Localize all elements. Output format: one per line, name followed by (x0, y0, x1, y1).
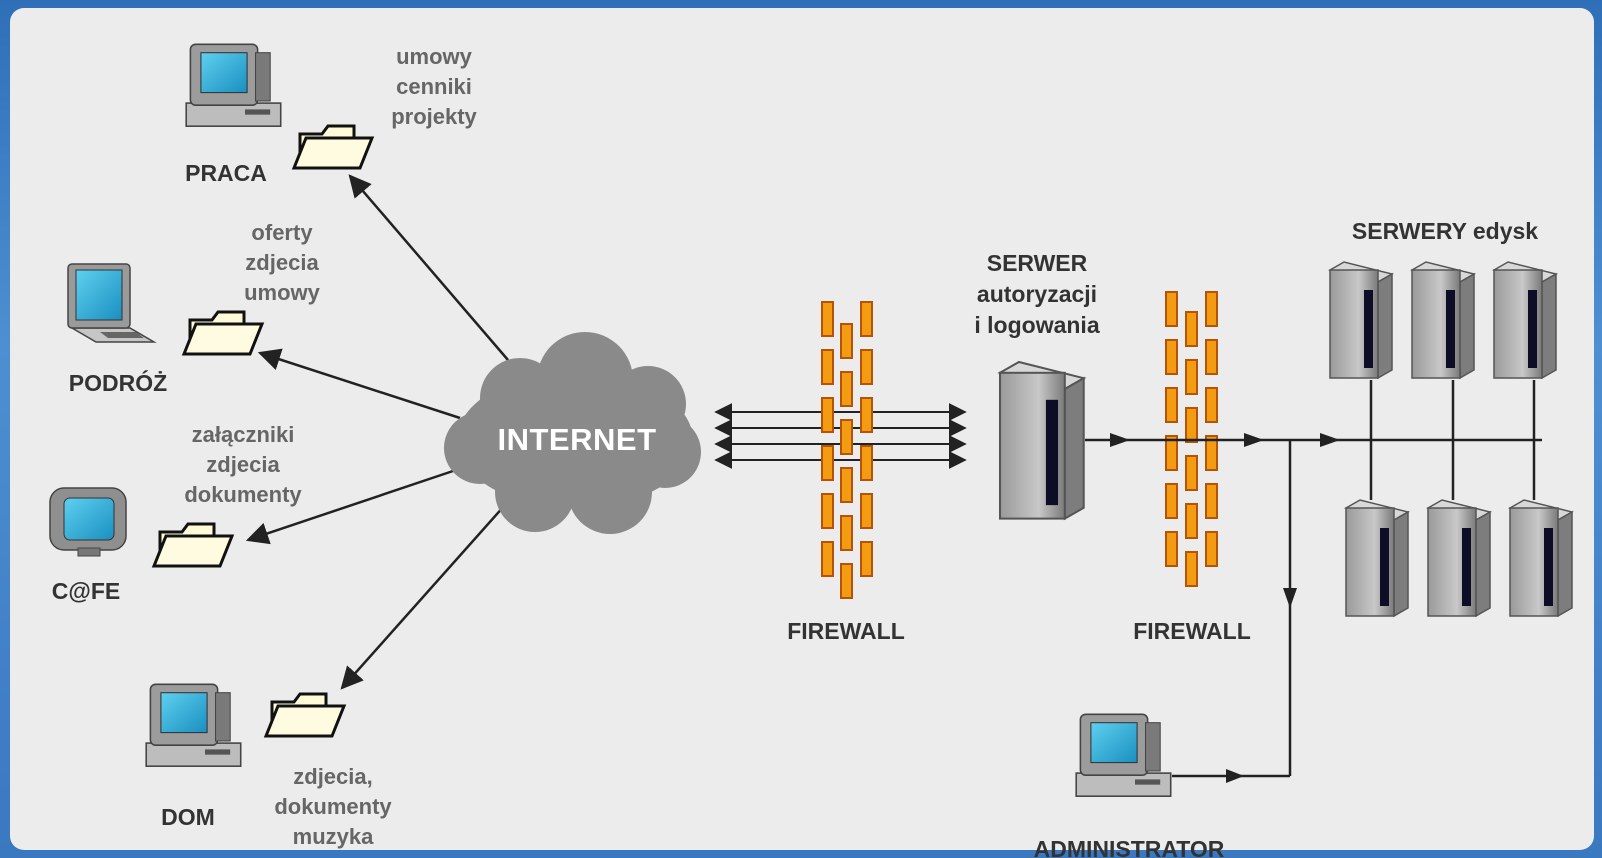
praca-computer-icon (185, 43, 282, 127)
internet-label: INTERNET (497, 422, 657, 457)
storage-server-4-icon (1345, 499, 1409, 617)
file-list-cafe: załączniki zdjecia dokumenty (184, 422, 302, 507)
storage-servers-label: SERWERY edysk (1351, 218, 1539, 244)
file-list-dom: zdjecia, dokumenty muzyka (274, 764, 392, 849)
link-cafe (245, 468, 457, 545)
storage-server-6-icon (1509, 499, 1573, 617)
admin-computer-icon (1075, 713, 1172, 797)
client-label-dom: DOM (161, 804, 215, 830)
backbone-links (1085, 380, 1542, 783)
link-dom (340, 504, 506, 690)
storage-server-1-icon (1329, 261, 1393, 379)
internet-cloud (444, 332, 701, 534)
auth-server-icon (998, 360, 1085, 520)
link-podroz (257, 348, 461, 420)
client-label-cafe: C@FE (51, 578, 121, 604)
link-praca (348, 174, 509, 361)
admin-label: ADMINISTRATOR (1033, 836, 1225, 858)
dom-computer-icon (145, 683, 242, 767)
client-label-podroz: PODRÓŻ (68, 370, 168, 396)
file-list-praca: umowy cenniki projekty (391, 44, 477, 129)
firewall-2-label: FIREWALL (1133, 618, 1251, 644)
storage-server-2-icon (1411, 261, 1475, 379)
firewall-1-label: FIREWALL (787, 618, 905, 644)
storage-server-3-icon (1493, 261, 1557, 379)
file-list-podroz: oferty zdjecia umowy (244, 220, 320, 305)
storage-server-5-icon (1427, 499, 1491, 617)
client-label-praca: PRACA (185, 160, 267, 186)
podroz-laptop-icon (67, 263, 157, 343)
cafe-monitor-icon (49, 487, 127, 557)
auth-server-label: SERWER autoryzacji i logowania (974, 250, 1100, 338)
